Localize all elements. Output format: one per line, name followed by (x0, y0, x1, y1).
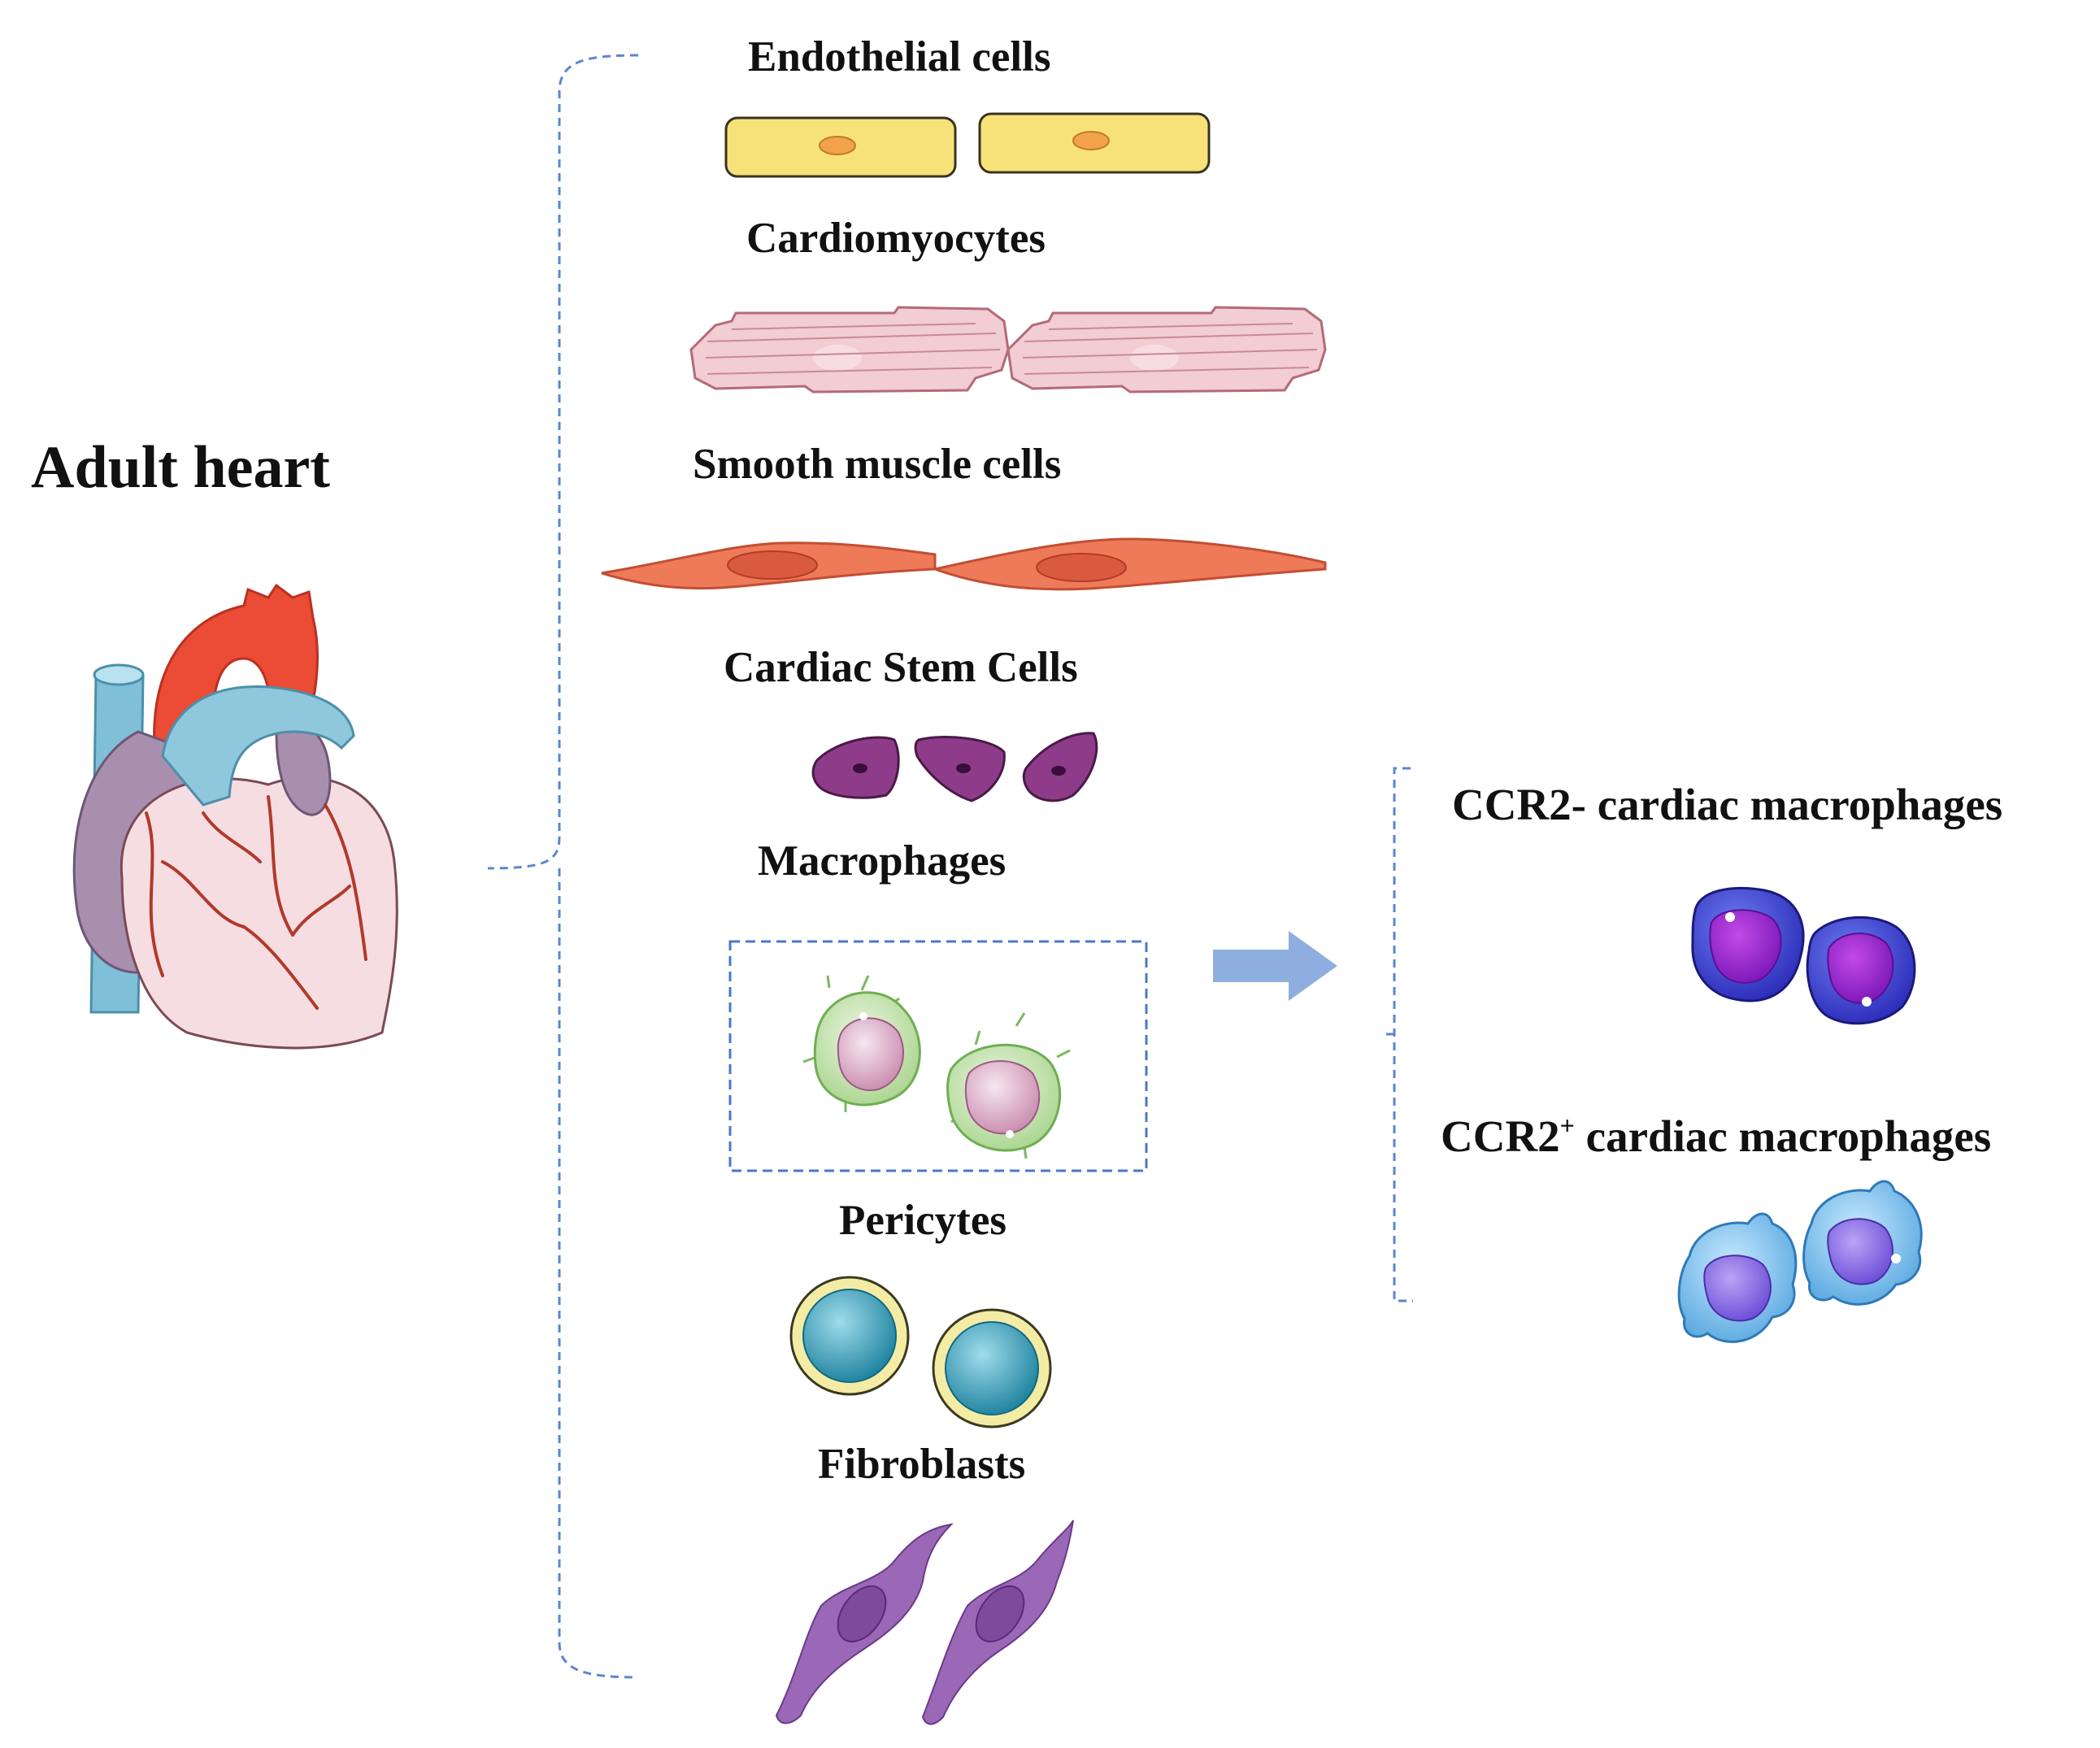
fibroblast-icon (775, 1520, 1074, 1725)
macrophage-highlight-box (728, 940, 1148, 1172)
subtype-bracket (1380, 767, 1413, 1302)
cell-label-macrophages: Macrophages (758, 837, 1007, 885)
heart-title: Adult heart (31, 434, 330, 501)
cell-label-cardiomyocytes: Cardiomyocytes (746, 215, 1046, 262)
ccr2-positive-macrophage-icon (1677, 1180, 1923, 1343)
pulmonary-artery (161, 685, 355, 807)
ccr2-positive-suffix: cardiac macrophages (1574, 1111, 1992, 1161)
cell-label-stem-cells: Cardiac Stem Cells (724, 644, 1078, 691)
cell-label-fibroblasts: Fibroblasts (818, 1441, 1026, 1488)
ventricles (120, 776, 398, 1050)
cell-label-endothelial: Endothelial cells (748, 33, 1051, 80)
ccr2-negative-label: CCR2- cardiac macrophages (1452, 780, 2003, 829)
main-bracket (487, 54, 639, 1679)
ccr2-negative-macrophage-icon (1691, 886, 1916, 1025)
pericyte-icon (789, 1276, 1052, 1428)
cell-label-smooth-muscle: Smooth muscle cells (693, 441, 1062, 488)
endothelial-cell-icon (724, 112, 1211, 178)
heart-icon (72, 583, 398, 1050)
ccr2-positive-label: CCR2+ cardiac macrophages (1441, 1111, 1992, 1161)
stem-cell-icon (811, 732, 1098, 802)
coronary-vessels (145, 795, 367, 1010)
cardiomyocyte-icon (689, 306, 1327, 394)
macrophage-icon (802, 975, 1071, 1159)
cell-label-pericytes: Pericytes (839, 1197, 1007, 1244)
ccr2-positive-sup: + (1559, 1111, 1575, 1140)
ccr2-positive-prefix: CCR2 (1441, 1111, 1560, 1161)
vena-cava-top (93, 663, 145, 686)
smooth-muscle-cell-icon (601, 537, 1327, 591)
arrow-icon (1213, 931, 1337, 1001)
